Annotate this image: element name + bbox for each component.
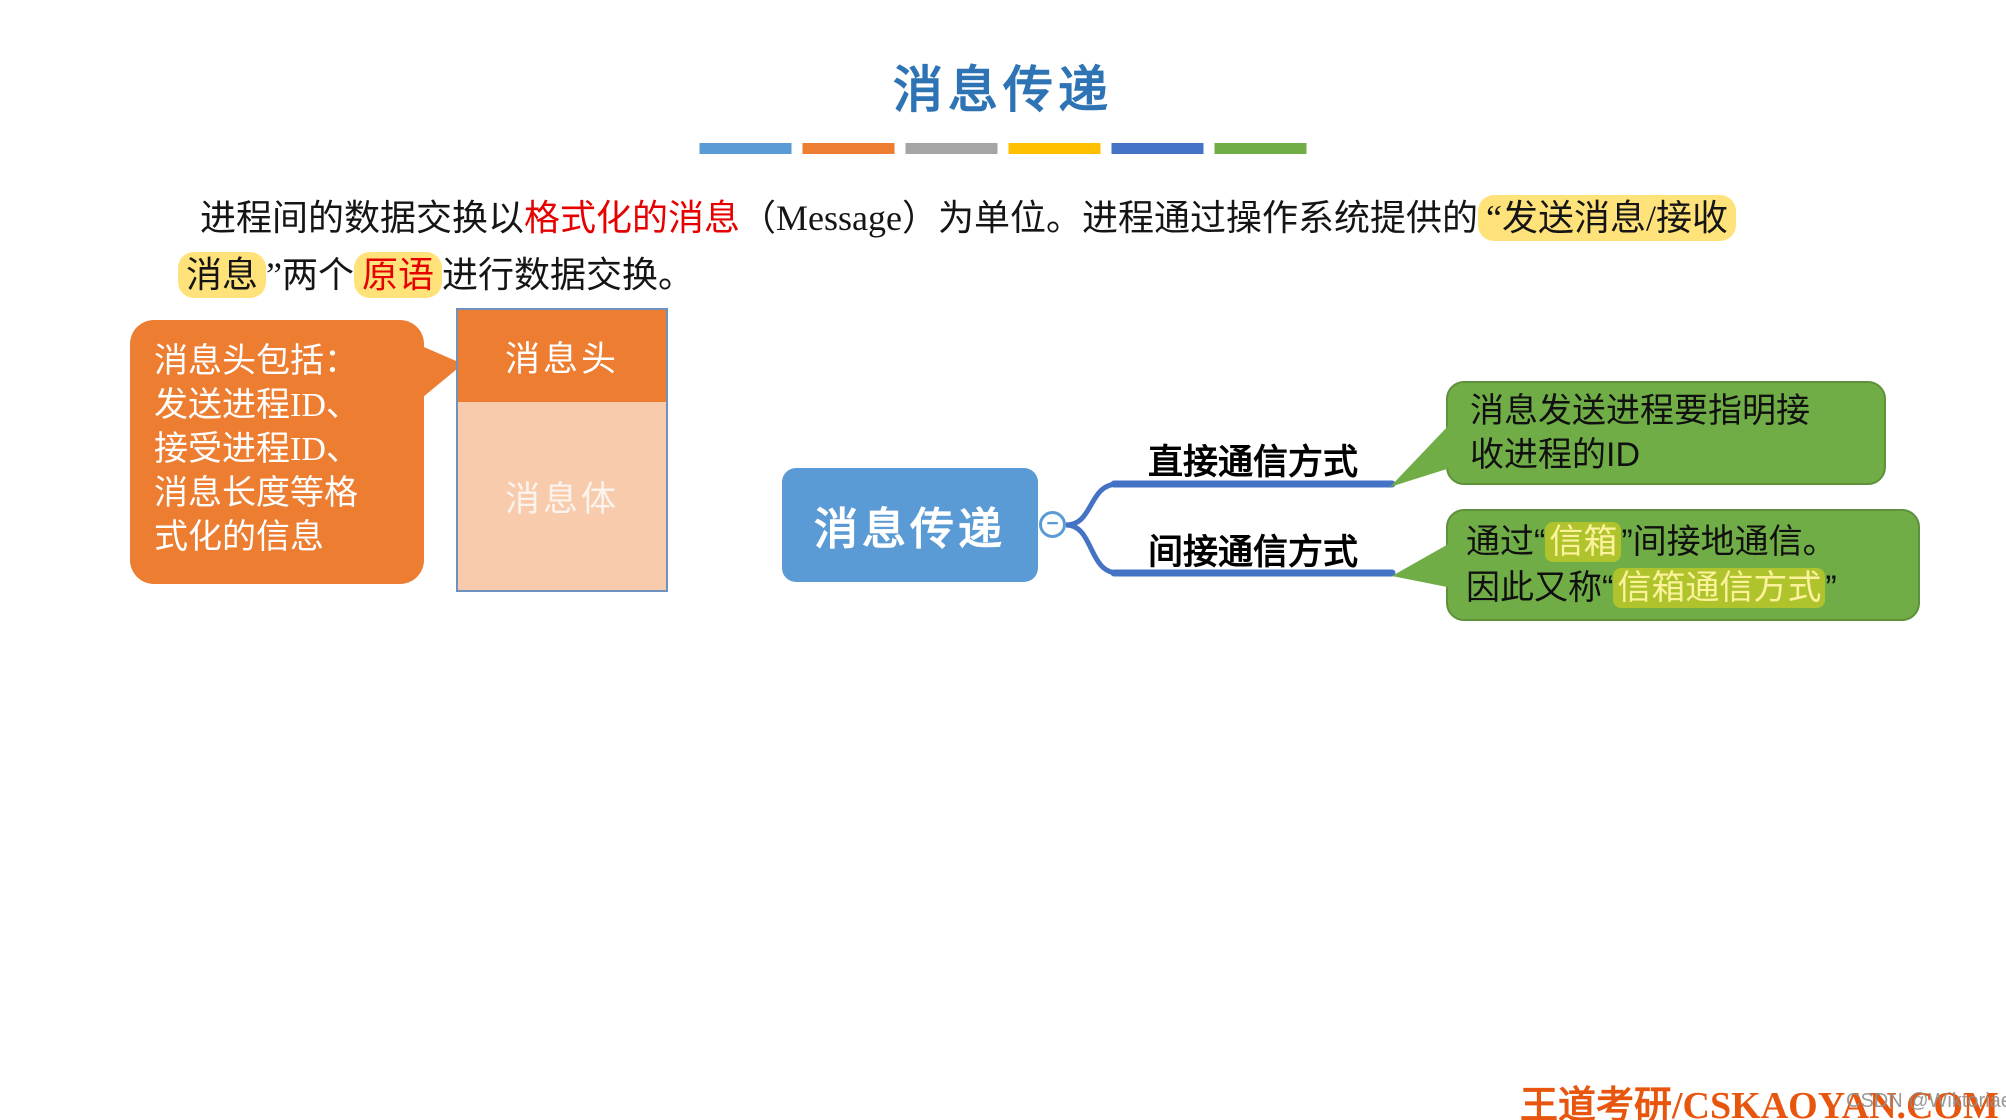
accent-bar-4 — [1008, 143, 1101, 154]
intro-paragraph: 进程间的数据交换以格式化的消息（Message）为单位。进程通过操作系统提供的“… — [178, 190, 1736, 304]
message-structure-box: 消息头 消息体 — [456, 308, 668, 592]
callout-line: 发送进程ID、 — [154, 387, 360, 424]
accent-bar-5 — [1111, 143, 1204, 154]
para-segment-red-highlight: 原语 — [354, 252, 443, 298]
accent-bar-1 — [699, 143, 792, 154]
note-segment-highlight: 信箱 — [1545, 522, 1622, 562]
connector-branch-direct — [1065, 481, 1119, 528]
para-segment-highlight: “发送消息/接收 — [1478, 195, 1736, 241]
message-body-cell: 消息体 — [458, 402, 666, 590]
para-segment: 进行数据交换。 — [442, 255, 695, 295]
indirect-communication-note: 通过“信箱”间接地通信。 因此又称“信箱通信方式” — [1446, 509, 1920, 621]
callout-line: 通过“信箱”间接地通信。 — [1466, 519, 1918, 565]
note-segment-highlight: 信箱通信方式 — [1613, 568, 1826, 608]
mindmap-root-node: 消息传递 — [782, 468, 1038, 582]
footer-brand: 王道考研/CSKAOYAN.COM — [1520, 1085, 1999, 1120]
callout-line: 收进程的ID — [1470, 436, 1640, 474]
collapse-minus-icon: − — [1039, 511, 1066, 538]
branch-direct-communication: 直接通信方式 — [1147, 443, 1358, 482]
connector-branch-indirect — [1065, 522, 1119, 576]
branch-indirect-communication: 间接通信方式 — [1147, 533, 1358, 572]
green-callout2-pointer — [1392, 542, 1452, 588]
paragraph-line-1: 进程间的数据交换以格式化的消息（Message）为单位。进程通过操作系统提供的“… — [178, 190, 1736, 247]
watermark: CSDN @Wiktoriae — [1846, 1090, 2006, 1112]
callout-line: 因此又称“信箱通信方式” — [1466, 565, 1918, 611]
para-segment: （Message）为单位。进程通过操作系统提供的 — [740, 198, 1478, 238]
callout-line: 接受进程ID、 — [154, 431, 360, 468]
para-segment: ”两个 — [266, 255, 354, 295]
note-segment: 因此又称“ — [1466, 569, 1614, 607]
callout-line: 消息长度等格 — [154, 475, 358, 512]
message-header-callout: 消息头包括： 发送进程ID、 接受进程ID、 消息长度等格 式化的信息 — [130, 320, 424, 584]
note-segment: ”间接地通信。 — [1621, 523, 1837, 561]
accent-bar-2 — [802, 143, 895, 154]
note-segment: ” — [1825, 569, 1837, 607]
para-segment: 进程间的数据交换以 — [200, 198, 525, 238]
message-header-cell: 消息头 — [458, 310, 666, 402]
callout-line: 消息头包括： — [154, 343, 358, 380]
green-callout1-pointer — [1390, 424, 1450, 487]
paragraph-line-2: 消息”两个原语进行数据交换。 — [178, 247, 1736, 304]
accent-bar-3 — [905, 143, 998, 154]
slide-title: 消息传递 — [893, 62, 1113, 118]
callout-line: 式化的信息 — [154, 519, 324, 556]
accent-bar-6 — [1214, 143, 1307, 154]
para-segment-red: 格式化的消息 — [524, 198, 741, 238]
accent-bars — [699, 143, 1307, 154]
para-segment-highlight: 消息 — [178, 252, 267, 298]
callout-line: 消息发送进程要指明接 — [1470, 392, 1810, 430]
note-segment: 通过“ — [1466, 523, 1546, 561]
direct-communication-note: 消息发送进程要指明接 收进程的ID — [1446, 381, 1886, 485]
orange-callout-pointer — [417, 344, 463, 402]
